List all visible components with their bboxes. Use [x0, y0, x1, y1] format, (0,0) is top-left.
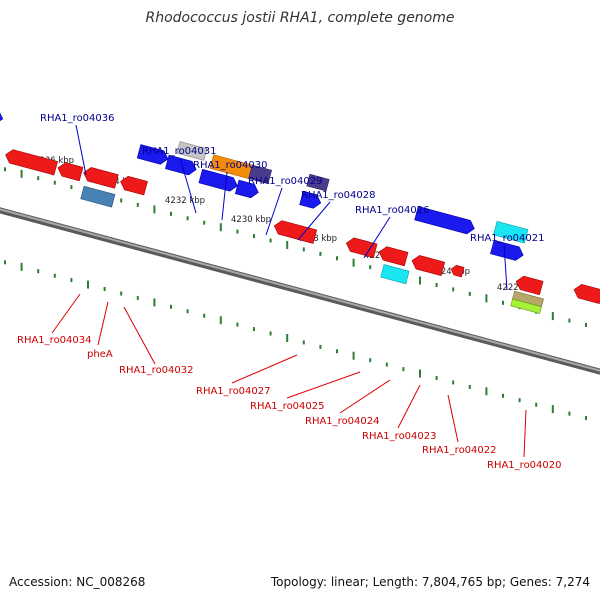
gene-block[interactable] [345, 236, 378, 258]
gene-block[interactable] [493, 220, 529, 244]
gene-block[interactable] [56, 161, 84, 182]
gene-label[interactable]: RHA1_ro04026 [355, 205, 430, 216]
gene-label[interactable]: RHA1_ro04034 [17, 335, 92, 346]
gene-label[interactable]: RHA1_ro04036 [40, 113, 115, 124]
gene-block[interactable] [299, 190, 323, 210]
callouts-bottom [51, 293, 527, 458]
gene-label[interactable]: RHA1_ro04023 [362, 431, 437, 442]
gene-label[interactable]: RHA1_ro04022 [422, 445, 497, 456]
gene-block[interactable] [490, 239, 525, 262]
gene-label[interactable]: RHA1_ro04021 [470, 233, 545, 244]
genome-backbone [0, 207, 600, 375]
gene-block[interactable] [165, 154, 198, 176]
gene-block[interactable] [306, 173, 330, 192]
gene-label[interactable]: RHA1_ro04027 [196, 386, 271, 397]
scale-label: 4222 kbp [497, 283, 537, 293]
gene-label[interactable]: RHA1_ro04030 [193, 160, 268, 171]
callouts-top [75, 124, 508, 291]
gene-block[interactable] [136, 144, 170, 166]
gene-labels-bottom: RHA1_ro04034 pheA RHA1_ro04032 RHA1_ro04… [17, 335, 562, 471]
gene-block[interactable] [80, 185, 116, 208]
gene-block[interactable] [414, 206, 477, 235]
gene-label[interactable]: RHA1_ro04029 [248, 176, 323, 187]
gene-label[interactable]: RHA1_ro04020 [487, 460, 562, 471]
scale-label: 4230 kbp [231, 215, 271, 225]
gene-block[interactable] [380, 264, 410, 285]
gene-block[interactable] [176, 141, 208, 161]
gene-block[interactable] [450, 264, 465, 278]
gene-block[interactable] [510, 298, 542, 314]
scale-ticks-bottom [4, 260, 587, 420]
scale-label: 4234 kbp [98, 177, 138, 187]
gene-block[interactable] [273, 219, 318, 244]
genes-forward [0, 103, 529, 262]
gene-label[interactable]: pheA [87, 349, 113, 360]
genome-summary-text: Topology: linear; Length: 7,804,765 bp; … [270, 575, 590, 589]
gene-block[interactable] [4, 148, 58, 176]
gene-labels-top: RHA1_ro04036 RHA1_ro04031 RHA1_ro04030 R… [40, 113, 545, 244]
gene-block[interactable] [410, 254, 446, 277]
gene-label[interactable]: RHA1_ro04032 [119, 365, 194, 376]
scale-label: 4228 kbp [297, 234, 337, 244]
scale-label: 4232 kbp [165, 196, 205, 206]
gene-label[interactable]: RHA1_ro04024 [305, 416, 380, 427]
gene-label[interactable]: RHA1_ro04025 [250, 401, 325, 412]
accession-text: Accession: NC_008268 [9, 575, 145, 589]
scale-label: 4224 kbp [430, 267, 470, 277]
gene-block[interactable] [514, 275, 544, 296]
gene-block[interactable] [248, 164, 272, 185]
map-title: Rhodococcus jostii RHA1, complete genome [145, 10, 454, 26]
gene-label[interactable]: RHA1_ro04031 [142, 146, 217, 157]
gene-block[interactable] [572, 283, 600, 304]
gene-block[interactable] [0, 103, 5, 126]
gene-block[interactable] [198, 168, 239, 192]
gene-block[interactable] [234, 179, 260, 199]
genes-reverse [4, 148, 600, 314]
gene-block[interactable] [377, 245, 409, 267]
gene-label[interactable]: RHA1_ro04028 [301, 190, 376, 201]
gene-block[interactable] [119, 175, 148, 196]
